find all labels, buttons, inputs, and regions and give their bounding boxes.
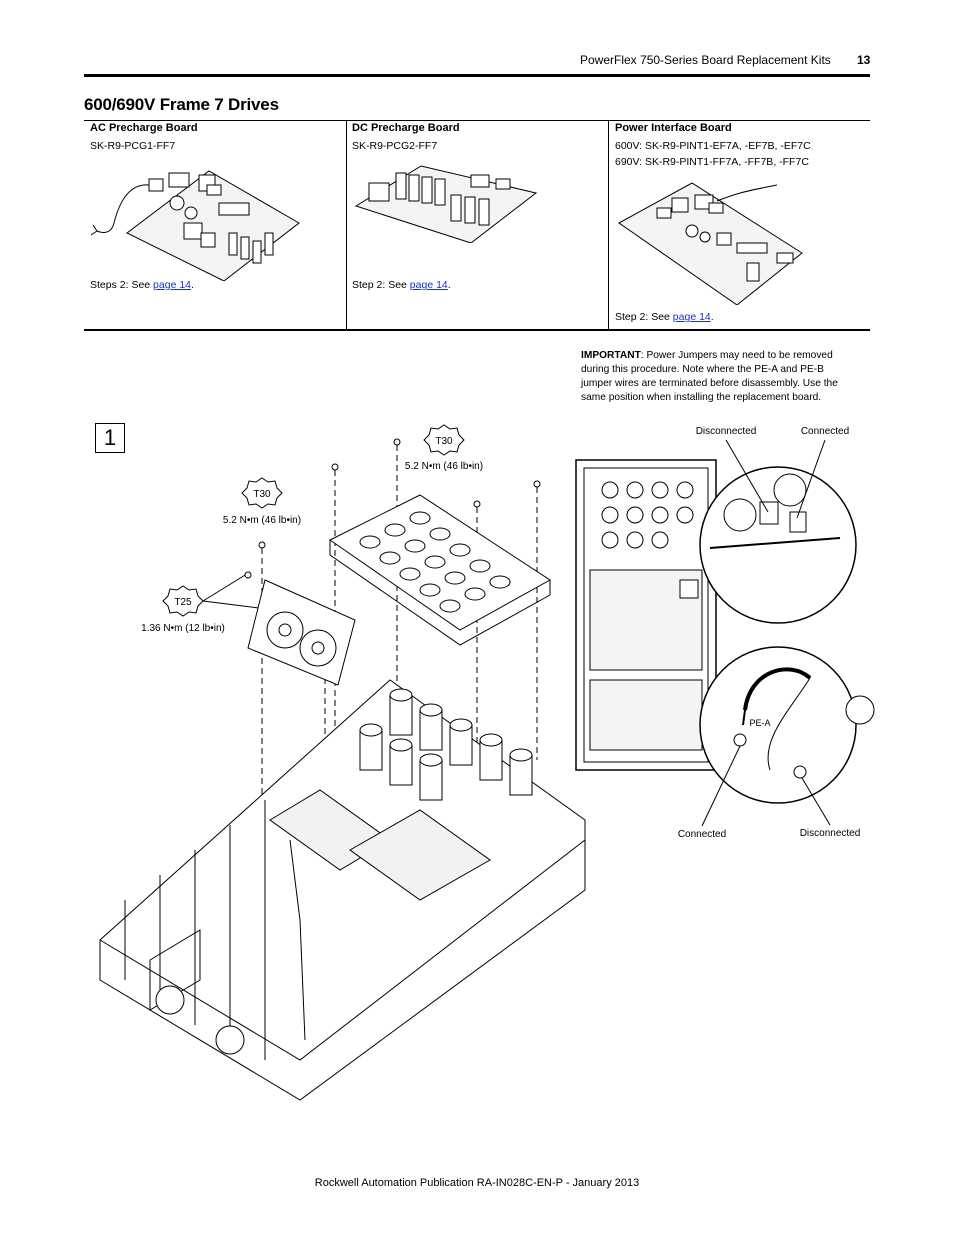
svg-text:5.2 N•m (46 lb•in): 5.2 N•m (46 lb•in) xyxy=(405,461,483,472)
kit-cell-ac-precharge: AC Precharge Board SK-R9-PCG1-FF7 Steps … xyxy=(84,121,347,329)
kit-title: DC Precharge Board xyxy=(352,122,460,134)
jumper-label: PE-A xyxy=(749,718,770,728)
kit-part-number: SK-R9-PCG1-FF7 xyxy=(90,140,176,152)
callout-bottom-connected: Connected xyxy=(678,829,726,840)
svg-text:T30: T30 xyxy=(435,436,453,447)
section-title: 600/690V Frame 7 Drives xyxy=(84,95,279,114)
step-number-box: 1 xyxy=(95,423,125,453)
svg-text:1.36 N•m (12 lb•in): 1.36 N•m (12 lb•in) xyxy=(141,623,225,634)
drive-chassis xyxy=(99,679,586,1101)
svg-text:5.2 N•m (46 lb•in): 5.2 N•m (46 lb•in) xyxy=(223,515,301,526)
kit-step-ref: Step 2: See page 14. xyxy=(352,279,451,291)
torx-t25-callout: T25 1.36 N•m (12 lb•in) xyxy=(141,571,323,634)
capacitor-cover-plate xyxy=(329,494,551,646)
svg-text:T25: T25 xyxy=(174,597,192,608)
callout-top-connected: Connected xyxy=(801,426,849,437)
kit-part-number: SK-R9-PCG2-FF7 xyxy=(352,140,438,152)
torx-t30-left-callout: T30 5.2 N•m (46 lb•in) xyxy=(223,477,301,526)
kit-part-number: 690V: SK-R9-PINT1-FF7A, -FF7B, -FF7C xyxy=(615,156,809,168)
power-interface-board-illustration xyxy=(618,182,803,305)
important-text: : Power Jumpers may need to be removed d… xyxy=(581,350,838,403)
page-14-link[interactable]: page 14 xyxy=(409,279,448,291)
page-number: 13 xyxy=(857,53,871,67)
kit-title: Power Interface Board xyxy=(615,122,732,134)
footer-publication: Rockwell Automation Publication RA-IN028… xyxy=(314,1177,640,1189)
kit-part-number: 600V: SK-R9-PINT1-EF7A, -EF7B, -EF7C xyxy=(615,140,811,152)
torx-t30-top-callout: T30 5.2 N•m (46 lb•in) xyxy=(405,424,483,472)
fan-bracket xyxy=(247,579,356,686)
kit-step-ref: Step 2: See page 14. xyxy=(615,311,714,323)
detail-circle-bottom: PE-A Connected Disconnected xyxy=(678,646,875,840)
kits-table: AC Precharge Board SK-R9-PCG1-FF7 Steps … xyxy=(84,120,870,331)
svg-text:T30: T30 xyxy=(253,489,271,500)
dc-precharge-board-illustration xyxy=(354,165,538,243)
important-note: IMPORTANT: Power Jumpers may need to be … xyxy=(581,349,851,405)
kit-cell-dc-precharge: DC Precharge Board SK-R9-PCG2-FF7 Step 2… xyxy=(346,121,609,329)
ac-precharge-board-illustration xyxy=(90,170,300,281)
kit-step-ref: Steps 2: See page 14. xyxy=(90,279,194,291)
callout-bottom-disconnected: Disconnected xyxy=(800,828,861,839)
callout-top-disconnected: Disconnected xyxy=(696,426,757,437)
kit-cell-power-interface: Power Interface Board 600V: SK-R9-PINT1-… xyxy=(609,121,870,329)
important-label: IMPORTANT xyxy=(581,350,641,361)
page-14-link[interactable]: page 14 xyxy=(672,311,711,323)
kit-title: AC Precharge Board xyxy=(90,122,198,134)
header-rule xyxy=(84,74,870,77)
detail-circle-top: Disconnected Connected xyxy=(696,426,857,624)
running-header-title: PowerFlex 750-Series Board Replacement K… xyxy=(580,53,831,67)
drive-front-view xyxy=(575,459,717,771)
frame7-exploded-diagram: T30 5.2 N•m (46 lb•in) T30 5.2 N•m (46 l… xyxy=(99,424,875,1101)
page-14-link[interactable]: page 14 xyxy=(153,279,192,291)
